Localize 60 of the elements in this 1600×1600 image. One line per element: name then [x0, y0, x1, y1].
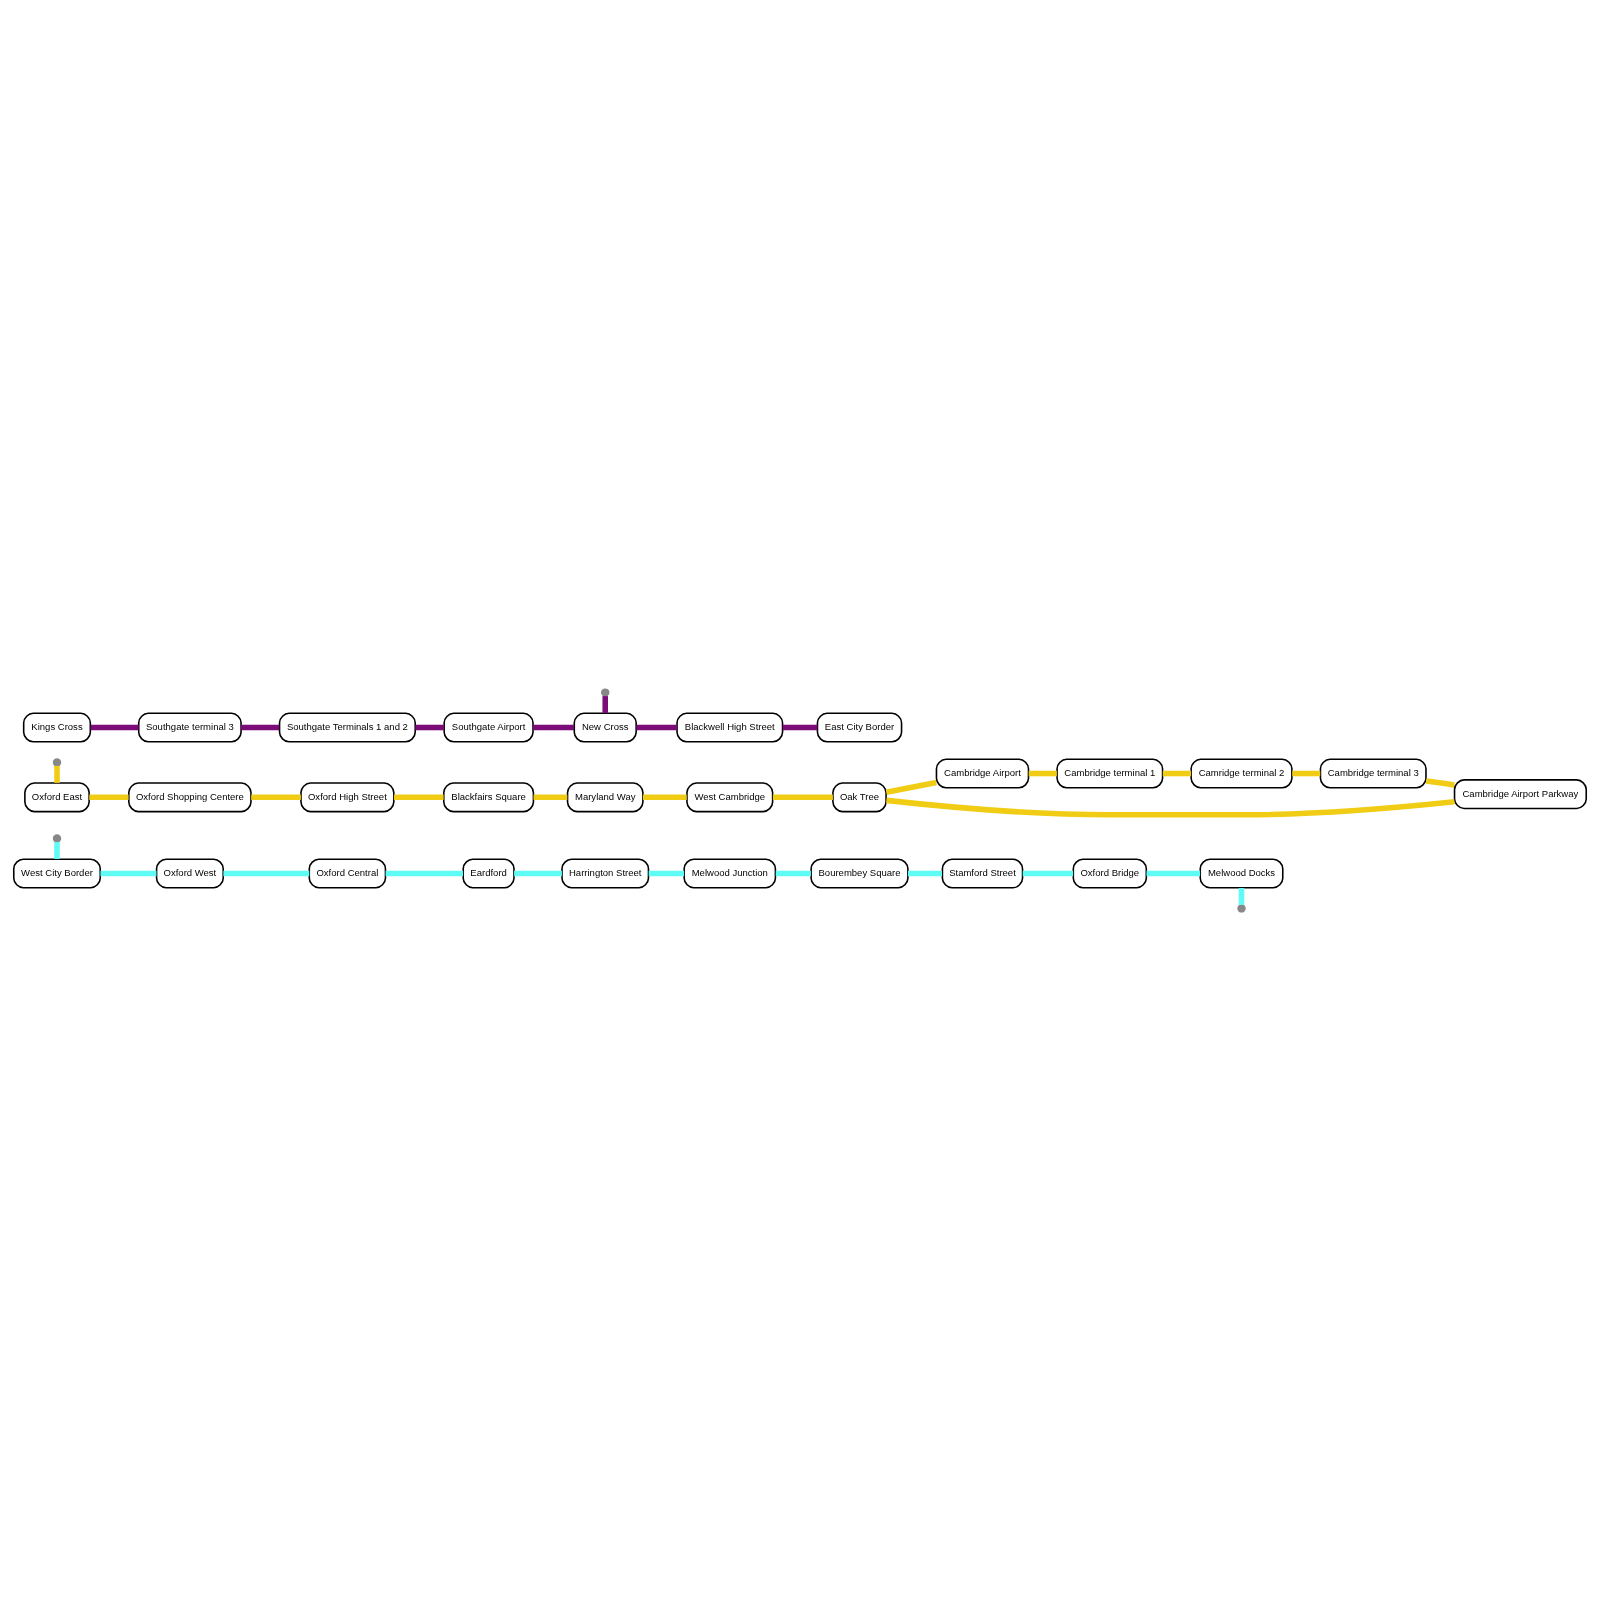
node-box: Cambridge Airport Parkway	[1453, 778, 1588, 809]
connector	[533, 794, 568, 800]
connector	[54, 765, 60, 783]
node-box: Eardford	[462, 857, 515, 889]
connector	[100, 870, 157, 876]
connector	[602, 695, 608, 713]
node-box: Oxford Bridge	[1072, 857, 1148, 889]
connector	[1292, 770, 1321, 776]
connector	[885, 779, 937, 795]
node-box: Oxford East	[24, 781, 90, 812]
connector	[251, 794, 301, 800]
node-box: Kings Cross	[22, 711, 92, 743]
node-box: Southgate Terminals 1 and 2	[278, 711, 416, 743]
connector	[89, 794, 129, 800]
connector	[385, 870, 464, 876]
node-box: Oxford High Street	[300, 781, 395, 812]
connector	[636, 724, 677, 730]
connector	[514, 870, 562, 876]
connector	[1022, 870, 1074, 876]
node-box: Bourembey Square	[810, 857, 909, 889]
connector	[648, 870, 685, 876]
node-box: Oxford West	[155, 857, 224, 889]
node-box: Blackwell High Street	[676, 711, 784, 743]
node-box: Melwood Junction	[683, 857, 777, 889]
connector	[886, 797, 1455, 818]
node-box: Stamford Street	[941, 857, 1024, 889]
connector	[223, 870, 310, 876]
connector	[782, 724, 818, 730]
node-box: Oxford Shopping Centere	[128, 781, 252, 812]
node-box: Cambridge terminal 3	[1319, 757, 1427, 789]
connector	[775, 870, 811, 876]
node-box: West City Border	[12, 857, 102, 889]
connector	[642, 794, 687, 800]
connector	[90, 724, 139, 730]
connector	[54, 841, 60, 859]
connector	[393, 794, 444, 800]
node-box: Melwood Docks	[1199, 857, 1284, 889]
node-box: Harrington Street	[561, 857, 650, 889]
connector	[533, 724, 574, 730]
node-box: Cambridge Airport	[935, 757, 1030, 789]
node-box: Southgate Airport	[443, 711, 534, 743]
node-box: Maryland Way	[566, 781, 644, 812]
connector	[415, 724, 445, 730]
node-box: East City Border	[816, 711, 903, 743]
connector	[1028, 770, 1057, 776]
connector	[1238, 887, 1245, 905]
node-box: Blackfairs Square	[442, 781, 535, 812]
connector	[1146, 870, 1201, 876]
node-box: Oak Tree	[832, 781, 887, 812]
node-box: Oxford Central	[308, 857, 387, 889]
connector	[241, 724, 280, 730]
node-box: Camridge terminal 2	[1190, 757, 1293, 789]
connector	[1425, 777, 1455, 788]
node-box: West Cambridge	[686, 781, 774, 812]
node-box: Southgate terminal 3	[137, 711, 242, 743]
connector	[907, 870, 943, 876]
connector	[1162, 770, 1192, 776]
node-box: Cambridge terminal 1	[1056, 757, 1164, 789]
node-box: New Cross	[573, 711, 637, 743]
connector	[772, 794, 833, 800]
